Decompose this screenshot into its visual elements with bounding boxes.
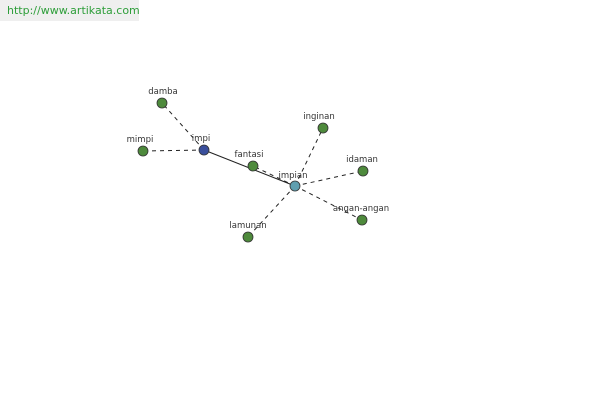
- node-dot-angan-angan[interactable]: [356, 214, 368, 226]
- node-dot-impi[interactable]: [198, 144, 210, 156]
- node-dot-inginan[interactable]: [317, 122, 329, 134]
- node-dot-mimpi[interactable]: [137, 145, 149, 157]
- node-dot-damba[interactable]: [156, 97, 168, 109]
- node-label-inginan[interactable]: inginan: [303, 112, 335, 122]
- edge-impi-damba: [161, 102, 205, 151]
- node-mimpi[interactable]: mimpi: [127, 135, 154, 157]
- node-label-fantasi[interactable]: fantasi: [235, 150, 264, 160]
- source-url[interactable]: http://www.artikata.com: [0, 0, 140, 21]
- node-fantasi[interactable]: fantasi: [235, 150, 264, 172]
- node-idaman[interactable]: idaman: [346, 155, 378, 177]
- edge-impi-mimpi: [142, 149, 205, 152]
- node-damba[interactable]: damba: [148, 87, 178, 109]
- node-label-idaman[interactable]: idaman: [346, 155, 378, 165]
- node-dot-impian[interactable]: [289, 180, 301, 192]
- node-angan-angan[interactable]: angan-angan: [333, 204, 389, 226]
- nodes-layer: impian impi fantasi inginan idaman angan-anga…: [127, 87, 389, 243]
- edge-impian-idaman: [294, 170, 364, 187]
- node-impian[interactable]: impian: [279, 171, 308, 192]
- node-label-mimpi[interactable]: mimpi: [127, 135, 154, 145]
- node-label-angan-angan[interactable]: angan-angan: [333, 204, 389, 214]
- edge-impian-angan-angan: [294, 185, 363, 221]
- node-inginan[interactable]: inginan: [303, 112, 335, 134]
- node-dot-lamunan[interactable]: [242, 231, 254, 243]
- node-label-damba[interactable]: damba: [148, 87, 178, 97]
- node-label-impian[interactable]: impian: [279, 171, 308, 181]
- node-impi[interactable]: impi: [192, 134, 210, 156]
- edge-impian-inginan: [294, 127, 324, 187]
- node-dot-fantasi[interactable]: [247, 160, 259, 172]
- node-label-impi[interactable]: impi: [192, 134, 210, 144]
- edge-impian-lamunan: [247, 185, 296, 238]
- node-dot-idaman[interactable]: [357, 165, 369, 177]
- node-label-lamunan[interactable]: lamunan: [229, 221, 266, 231]
- node-lamunan[interactable]: lamunan: [229, 221, 267, 243]
